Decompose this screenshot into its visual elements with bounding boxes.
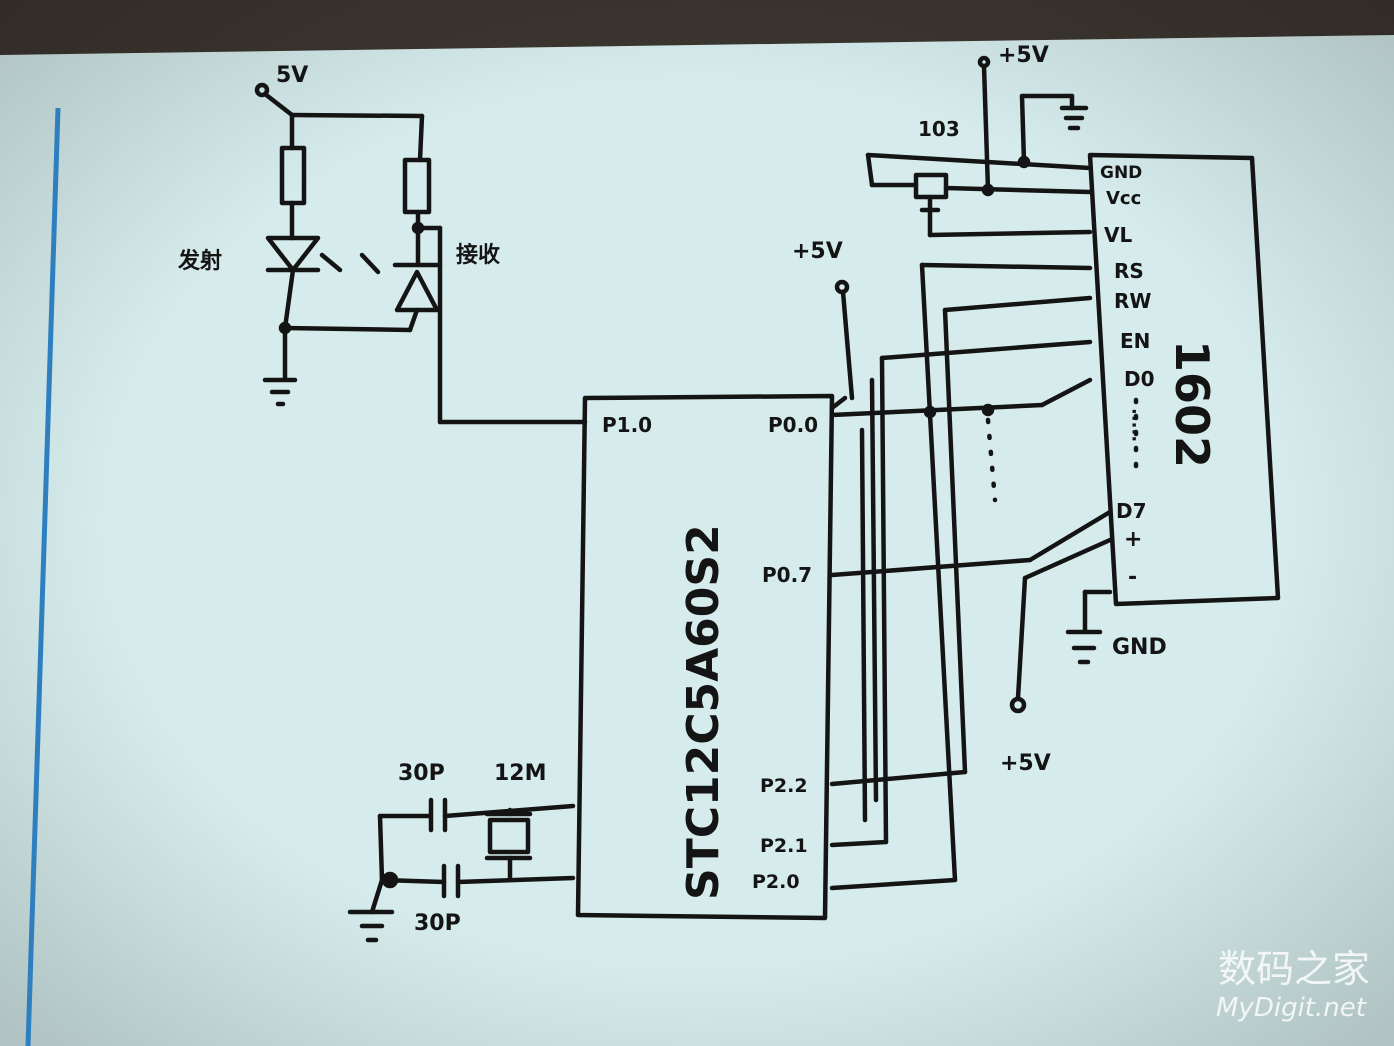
label-cap-top: 30P: [398, 761, 445, 786]
label-emitter: 发射: [177, 248, 222, 274]
wire: [417, 113, 425, 163]
ir-arrow: [359, 252, 381, 275]
lcd-pin-vcc: Vcc: [1106, 188, 1141, 209]
mcu-pin-p2-2: P2.2: [760, 775, 808, 797]
wire: [282, 267, 296, 331]
wire: [1022, 537, 1113, 581]
wire: [840, 289, 855, 401]
wire: [829, 395, 848, 411]
wire: [262, 91, 295, 118]
junction-dot: [981, 403, 995, 417]
lcd-pin-gnd: GND: [1100, 163, 1142, 183]
mcu-chip: [575, 279, 855, 921]
supply-terminal-5v: [254, 82, 270, 98]
wire: [943, 185, 1093, 195]
wire: [455, 875, 576, 885]
wire: [829, 839, 889, 848]
oscillator-circuit: [347, 797, 576, 943]
wire: [879, 355, 889, 845]
junction-dot: [381, 871, 399, 889]
label-backlight-supply: +5V: [1000, 751, 1051, 776]
mcu-pin-p1-0: P1.0: [602, 413, 652, 437]
wire: [369, 877, 385, 915]
label-lcd-supply: +5V: [998, 43, 1049, 68]
wire: [859, 427, 868, 823]
supply-terminal-backlight: [1009, 696, 1027, 714]
label-supply-5v: 5V: [276, 63, 308, 88]
label-mcu-supply: +5V: [792, 239, 843, 264]
wire: [865, 152, 875, 188]
mcu-pin-p2-0: P2.0: [752, 871, 800, 893]
junction-dot: [923, 405, 937, 419]
watermark-en: MyDigit.net: [1216, 993, 1367, 1023]
lcd-pin-rs: RS: [1114, 259, 1144, 283]
label-cap-bottom: 30P: [414, 911, 461, 936]
wire: [407, 307, 420, 333]
wire: [829, 402, 1045, 418]
wire: [879, 339, 1093, 361]
label-receiver: 接收: [456, 242, 500, 268]
lcd-pin-en: EN: [1120, 329, 1150, 353]
label-crystal: 12M: [494, 761, 547, 786]
wire: [289, 112, 425, 119]
watermark: 数码之家 MyDigit.net: [1216, 947, 1370, 1023]
ir-sensor-circuit: [254, 82, 588, 425]
lcd-pin-minus: -: [1128, 565, 1137, 590]
watermark-cn: 数码之家: [1218, 947, 1370, 991]
wire: [829, 769, 968, 787]
lcd-pin-dots: ·····: [1123, 408, 1144, 442]
lcd-pin-vl: VL: [1104, 223, 1132, 247]
wire: [829, 877, 958, 891]
crystal-12m: [487, 817, 531, 855]
wire: [865, 152, 1093, 171]
mcu-body: [575, 393, 835, 921]
ir-arrow: [319, 252, 343, 273]
wire: [869, 377, 879, 803]
wire: [377, 813, 385, 883]
wire: [1039, 377, 1093, 408]
mcu-pin-p2-1: P2.1: [760, 835, 808, 857]
wire: [1019, 93, 1027, 165]
junction-dot: [981, 183, 995, 197]
wire: [981, 63, 991, 193]
mcu-pin-p0-0: P0.0: [768, 413, 818, 437]
lcd-pin-rw: RW: [1114, 289, 1151, 313]
lcd-pin-plus: +: [1124, 527, 1142, 552]
mcu-pin-p0-7: P0.7: [762, 563, 812, 587]
label-pot-value: 103: [918, 117, 960, 141]
lcd-part-name: 1602: [1165, 340, 1219, 468]
wire: [919, 262, 1093, 271]
wire: [1015, 575, 1028, 701]
margin-line: [25, 107, 61, 1046]
ir-led-diode: [265, 235, 321, 273]
junction-dot: [1017, 155, 1031, 169]
mcu-part-name: STC12C5A60S2: [678, 524, 729, 900]
wire: [1027, 509, 1113, 563]
lcd-pin-d0: D0: [1124, 367, 1155, 391]
wire: [927, 229, 1093, 238]
label-lcd-gnd: GND: [1112, 635, 1167, 660]
wire: [919, 262, 958, 883]
wire: [942, 295, 1093, 313]
lcd-module: [829, 55, 1281, 891]
wire: [942, 307, 968, 775]
lcd-body: [1087, 152, 1281, 607]
wire: [282, 325, 413, 333]
lcd-pin-d7: D7: [1116, 499, 1147, 523]
bus-ellipsis: [985, 397, 1139, 503]
